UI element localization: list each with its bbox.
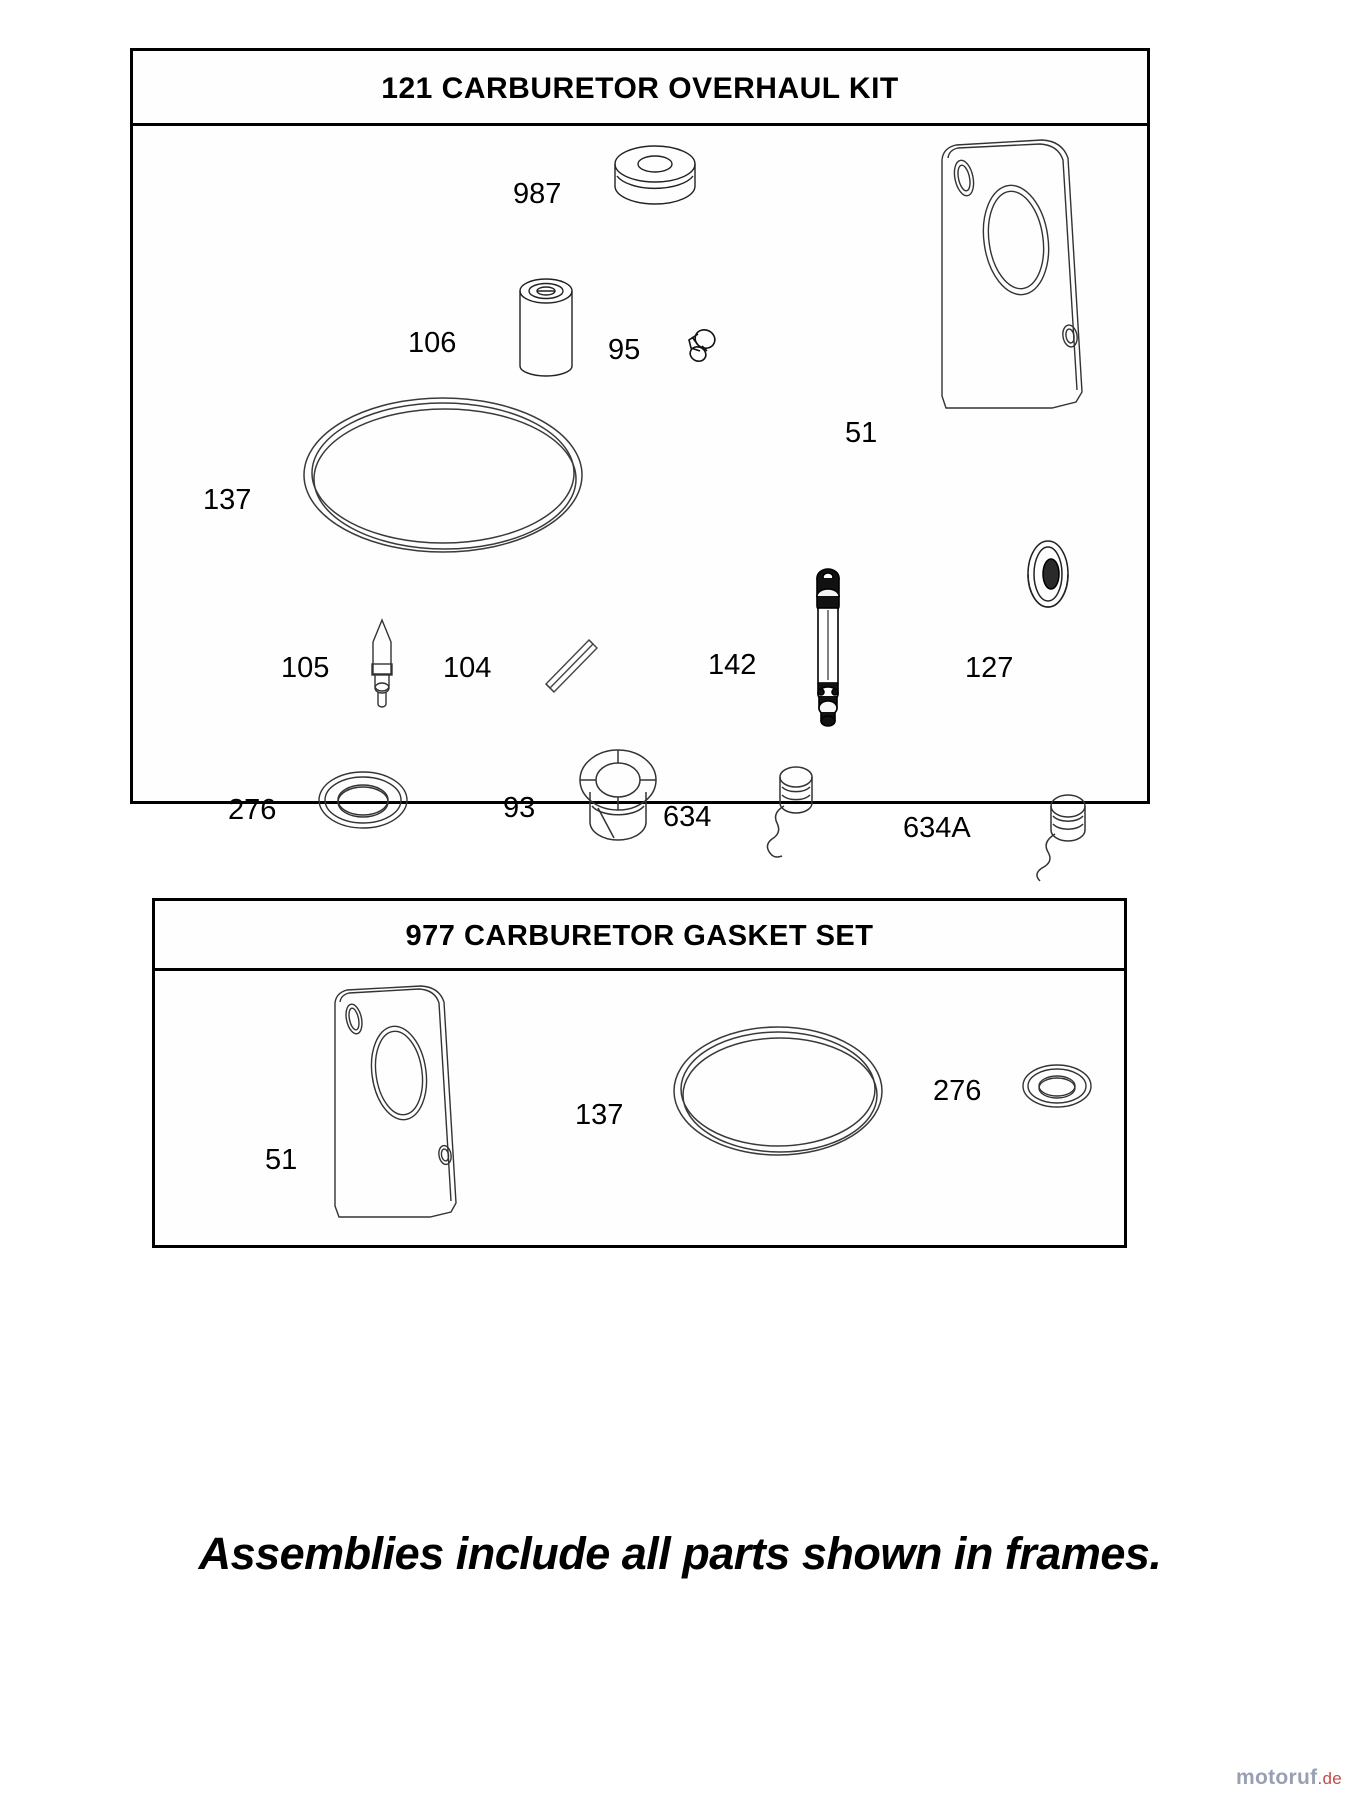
needle-valve-icon [361,616,403,711]
ring-washer-icon [608,142,703,217]
o-ring-icon [298,391,588,566]
bushing-cylinder-icon [513,274,583,384]
valve-seat-icon [568,746,668,846]
part-label-95: 95 [608,334,641,366]
part-label-634a: 634A [903,812,971,844]
frame-overhaul-kit-body: 987 106 [133,126,1147,882]
part-label-276-gasket: 276 [933,1075,982,1107]
part-label-93: 93 [503,792,536,824]
part-label-106: 106 [408,327,457,359]
part-label-276-overhaul: 276 [228,794,277,826]
eyelet-seal-icon [1015,536,1085,616]
watermark: motoruf.de [1236,1766,1342,1790]
flat-washer-icon [1018,1059,1096,1115]
footer-caption: Assemblies include all parts shown in fr… [198,1528,1162,1579]
part-label-51-gasket: 51 [265,1144,298,1176]
part-label-105: 105 [281,652,330,684]
part-label-142: 142 [708,649,757,681]
float-pin-icon [533,626,608,706]
small-screw-icon [678,326,724,372]
frame-gasket-set-body: 51 [155,971,1124,1245]
part-label-137-overhaul: 137 [203,484,252,516]
watermark-tld: .de [1317,1769,1342,1788]
gasket-plate-icon [930,134,1095,424]
part-label-137-gasket: 137 [575,1099,624,1131]
flat-washer-icon [313,766,413,838]
o-ring-icon [670,1019,890,1169]
main-jet-icon [798,566,858,736]
part-label-634: 634 [663,801,712,833]
frame-gasket-set-title: 977 CARBURETOR GASKET SET [155,901,1124,971]
part-label-987: 987 [513,178,562,210]
frame-overhaul-kit-title: 121 CARBURETOR OVERHAUL KIT [133,51,1147,126]
spring-icon [1028,786,1103,886]
frame-gasket-set: 977 CARBURETOR GASKET SET 51 [152,898,1127,1248]
frame-overhaul-kit: 121 CARBURETOR OVERHAUL KIT 987 [130,48,1150,882]
part-label-51-overhaul: 51 [845,417,878,449]
watermark-main: motoruf [1236,1766,1318,1789]
part-label-127: 127 [965,652,1014,684]
gasket-plate-icon [325,981,465,1231]
spring-icon [758,761,828,861]
part-label-104: 104 [443,652,492,684]
